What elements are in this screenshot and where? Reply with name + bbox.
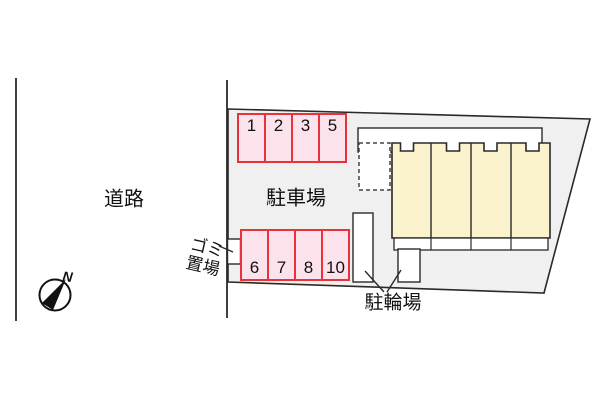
parking-stall-7: 7 — [267, 231, 294, 279]
parking-stall-1: 1 — [239, 115, 264, 161]
entrance-dashed-area — [358, 142, 391, 191]
bicycle-parking-rect-1 — [352, 212, 374, 283]
stall-number: 8 — [303, 258, 314, 277]
compass-north-label: N — [62, 268, 75, 285]
leader-line-bicycle-left — [364, 270, 385, 293]
bicycle-parking-label: 駐輪場 — [364, 292, 422, 314]
stall-number: 10 — [326, 258, 345, 277]
parking-lot-label: 駐車場 — [266, 187, 326, 210]
bicycle-parking-rect-2 — [397, 248, 421, 283]
leader-line-bicycle-right — [386, 269, 402, 293]
road-label: 道路 — [104, 188, 144, 211]
stall-number: 2 — [273, 116, 284, 135]
stall-number: 1 — [246, 116, 257, 135]
compass-icon: N — [38, 268, 75, 312]
parking-stall-6: 6 — [242, 231, 267, 279]
stall-number: 7 — [276, 258, 287, 277]
leader-line-garbage — [218, 245, 234, 253]
garbage-station-rect — [226, 238, 242, 265]
parking-row-bottom: 6 7 8 10 — [240, 229, 350, 281]
parking-stall-2: 2 — [264, 115, 291, 161]
parking-row-top: 1 2 3 5 — [237, 113, 347, 163]
compass-needle — [42, 279, 66, 310]
stall-number: 5 — [327, 116, 338, 135]
parking-stall-8: 8 — [294, 231, 321, 279]
parking-stall-10: 10 — [321, 231, 348, 279]
stall-number: 3 — [300, 116, 311, 135]
stall-number: 6 — [249, 258, 260, 277]
parking-stall-5: 5 — [318, 115, 345, 161]
parking-stall-3: 3 — [291, 115, 318, 161]
